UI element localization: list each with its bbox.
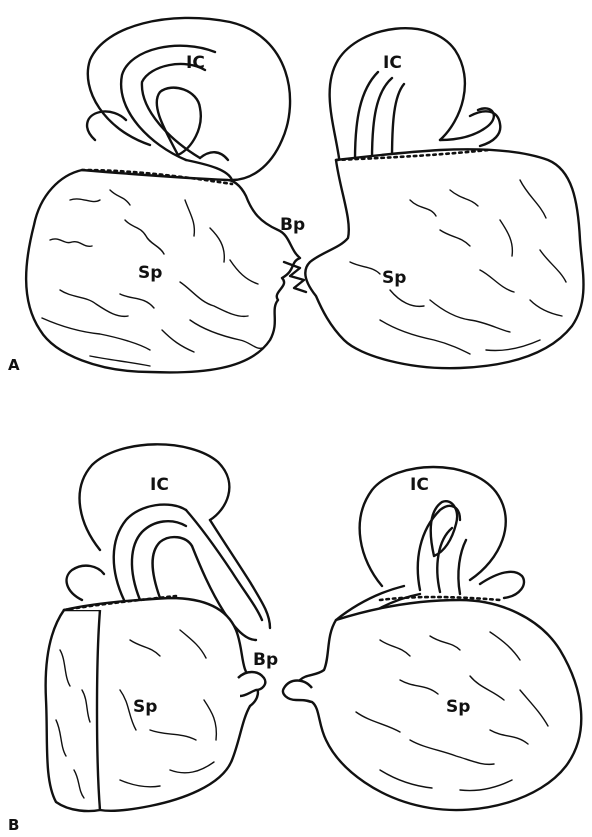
panel-b: IC IC Bp Sp Sp B [8, 444, 581, 834]
panel-a-right-sp [305, 149, 583, 368]
panel-a-left-sp [26, 170, 300, 372]
panel-b-label-sp-right: Sp [446, 697, 470, 717]
panel-a-label-sp-right: Sp [382, 268, 406, 288]
panel-b-right-sp [283, 597, 581, 810]
panel-a-label-ic-right: IC [383, 53, 402, 73]
panel-a-label-sp-left: Sp [138, 263, 162, 283]
panel-a-label-bp: Bp [280, 215, 305, 235]
panel-b-label-ic-left: IC [150, 475, 169, 495]
panel-b-label-sp-left: Sp [133, 697, 157, 717]
panel-a-label-ic-left: IC [186, 53, 205, 73]
panel-a-left-ic [87, 18, 290, 180]
panel-a-right-ic [330, 28, 501, 165]
panel-b-label-bp: Bp [253, 650, 278, 670]
panel-a: IC IC Bp Sp Sp A [8, 18, 584, 374]
panel-b-label-ic-right: IC [410, 475, 429, 495]
panel-b-letter: B [8, 816, 19, 834]
panel-a-letter: A [8, 356, 20, 374]
